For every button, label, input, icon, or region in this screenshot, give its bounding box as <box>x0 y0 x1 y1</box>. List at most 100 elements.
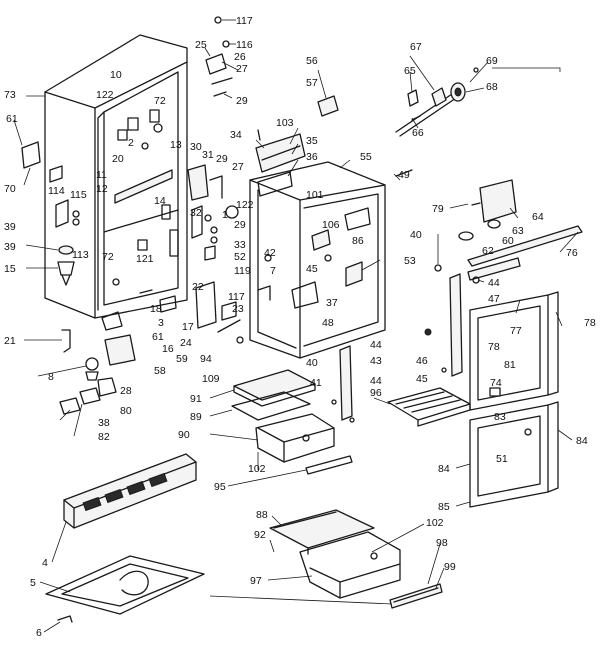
callout-117b: 117 <box>228 291 245 303</box>
callout-48: 48 <box>322 317 334 329</box>
callout-102b: 102 <box>426 517 444 529</box>
callout-13: 13 <box>170 139 182 151</box>
callout-41: 41 <box>310 377 322 389</box>
callout-28: 28 <box>120 385 132 397</box>
callout-122: 122 <box>96 89 114 101</box>
callout-labels: 117 116 25 26 27 29 56 57 67 65 69 68 66… <box>4 15 596 639</box>
callout-40: 40 <box>410 229 422 241</box>
callout-109: 109 <box>202 373 220 385</box>
callout-70: 70 <box>4 183 16 195</box>
callout-29: 29 <box>236 95 248 107</box>
callout-15: 15 <box>4 263 16 275</box>
callout-8: 8 <box>48 371 54 383</box>
leader-lines <box>13 19 579 633</box>
callout-55: 55 <box>360 151 372 163</box>
callout-89: 89 <box>190 411 202 423</box>
callout-18: 18 <box>150 303 162 315</box>
callout-44c: 44 <box>370 375 382 387</box>
callout-14: 14 <box>154 195 166 207</box>
callout-44b: 44 <box>370 339 382 351</box>
callout-59: 59 <box>176 353 188 365</box>
callout-113: 113 <box>72 249 89 261</box>
callout-119: 119 <box>234 265 251 277</box>
callout-99: 99 <box>444 561 456 573</box>
callout-96: 96 <box>370 387 382 399</box>
callout-73: 73 <box>4 89 16 101</box>
callout-46: 46 <box>416 355 428 367</box>
callout-27b: 27 <box>232 161 244 173</box>
callout-84: 84 <box>438 463 450 475</box>
callout-58: 58 <box>154 365 166 377</box>
callout-88: 88 <box>256 509 268 521</box>
callout-92: 92 <box>254 529 266 541</box>
callout-80: 80 <box>120 405 132 417</box>
callout-47: 47 <box>488 293 500 305</box>
freezer-liner <box>249 161 386 359</box>
callout-61b: 61 <box>152 331 164 343</box>
callout-5: 5 <box>30 577 36 589</box>
callout-61: 61 <box>6 113 18 125</box>
callout-68: 68 <box>486 81 498 93</box>
callout-7: 7 <box>270 265 276 277</box>
callout-106: 106 <box>322 219 340 231</box>
callout-82: 82 <box>98 431 110 443</box>
callout-35: 35 <box>306 135 318 147</box>
callout-94: 94 <box>200 353 212 365</box>
callout-51: 51 <box>496 453 508 465</box>
callout-17: 17 <box>182 321 194 333</box>
callout-24: 24 <box>180 337 192 349</box>
base-grille <box>63 453 197 529</box>
callout-85: 85 <box>438 501 450 513</box>
callout-38: 38 <box>98 417 110 429</box>
callout-86: 86 <box>352 235 364 247</box>
callout-103: 103 <box>276 117 294 129</box>
callout-81: 81 <box>504 359 516 371</box>
callout-67: 67 <box>410 41 422 53</box>
callout-12: 12 <box>96 183 108 195</box>
callout-116: 116 <box>236 39 253 51</box>
callout-20: 20 <box>112 153 124 165</box>
freezer-shelves <box>231 369 471 475</box>
callout-79: 79 <box>432 203 444 215</box>
callout-117: 117 <box>236 15 253 27</box>
callout-40b: 40 <box>306 357 318 369</box>
callout-45: 45 <box>306 263 318 275</box>
callout-31: 31 <box>202 149 214 161</box>
callout-4: 4 <box>42 557 48 569</box>
callout-69: 69 <box>486 55 498 67</box>
callout-95: 95 <box>214 481 226 493</box>
crisper-drawers <box>269 509 443 609</box>
callout-114: 114 <box>48 185 65 197</box>
fan-motor-assembly <box>434 179 583 284</box>
callout-122b: 122 <box>236 199 254 211</box>
mullion-strips <box>331 273 463 423</box>
callout-84b: 84 <box>576 435 588 447</box>
callout-121: 121 <box>136 253 154 265</box>
callout-37: 37 <box>326 297 338 309</box>
callout-6: 6 <box>36 627 42 639</box>
callout-72b: 72 <box>102 251 114 263</box>
callout-78b: 78 <box>488 341 500 353</box>
callout-16: 16 <box>162 343 174 355</box>
callout-102: 102 <box>248 463 266 475</box>
callout-39: 39 <box>4 241 16 253</box>
callout-39b: 39 <box>4 221 16 233</box>
callout-60: 60 <box>502 235 514 247</box>
callout-83: 83 <box>494 411 506 423</box>
cabinet-side-parts <box>21 141 136 415</box>
damper-assembly <box>395 67 479 177</box>
callout-78: 78 <box>584 317 596 329</box>
callout-32: 32 <box>190 207 202 219</box>
callout-53: 53 <box>404 255 416 267</box>
callout-43: 43 <box>370 355 382 367</box>
callout-90: 90 <box>178 429 190 441</box>
callout-27: 27 <box>236 63 248 75</box>
callout-115: 115 <box>70 189 87 201</box>
door-gasket-frames <box>469 291 559 508</box>
callout-65: 65 <box>404 65 416 77</box>
callout-45b: 45 <box>416 373 428 385</box>
callout-77: 77 <box>510 325 522 337</box>
callout-72: 72 <box>154 95 166 107</box>
callout-34: 34 <box>230 129 242 141</box>
